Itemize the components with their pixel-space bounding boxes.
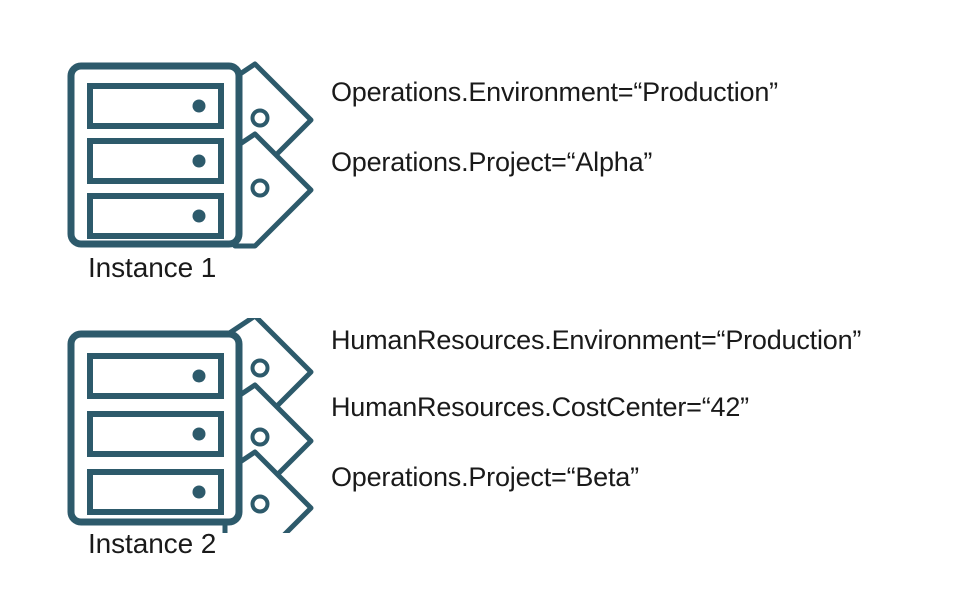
server-slot-2-3 [87, 469, 224, 515]
server-slot-1-1 [87, 83, 224, 129]
tag-label-2-2: HumanResources.CostCenter=“42” [331, 392, 749, 422]
tag-label-2-3: Operations.Project=“Beta” [331, 462, 639, 492]
server-led-1-2 [192, 154, 206, 168]
server-slot-1-2 [87, 138, 224, 184]
tag-label-1-2: Operations.Project=“Alpha” [331, 147, 653, 177]
server-led-2-1 [192, 369, 206, 383]
server-slot-1-3 [87, 193, 224, 239]
tag-shape-5 [222, 449, 314, 533]
server-led-1-1 [192, 99, 206, 113]
server-slot-2-1 [87, 353, 224, 399]
instance-caption-1: Instance 1 [88, 252, 217, 283]
server-icon-instance-2 [67, 318, 314, 533]
instance-caption-2: Instance 2 [88, 528, 217, 559]
server-led-1-3 [192, 209, 206, 223]
tag-label-1-1: Operations.Environment=“Production” [331, 77, 778, 107]
server-icon-instance-1 [67, 61, 314, 249]
server-slot-2-2 [87, 411, 224, 457]
tag-label-2-1: HumanResources.Environment=“Production” [331, 325, 862, 355]
server-led-2-3 [192, 485, 206, 499]
server-led-2-2 [192, 427, 206, 441]
